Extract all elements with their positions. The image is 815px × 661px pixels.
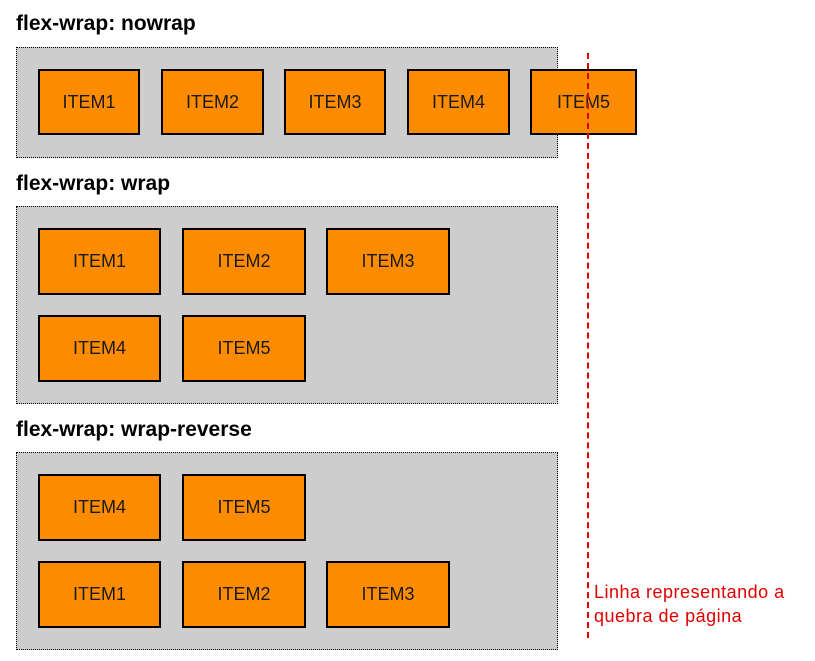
flex-item: ITEM2 [182,228,306,295]
flex-item: ITEM4 [38,474,161,541]
flex-item: ITEM1 [38,69,140,135]
flex-item: ITEM4 [407,69,510,135]
flex-item: ITEM1 [38,561,161,628]
flex-item: ITEM3 [284,69,386,135]
flex-item-label: ITEM5 [217,338,271,358]
flex-item-label: ITEM3 [308,91,362,112]
flex-item: ITEM5 [182,315,306,382]
flex-item: ITEM2 [161,69,264,135]
flex-item-label: ITEM2 [185,91,239,112]
flex-item-label: ITEM4 [431,91,485,112]
flex-item: ITEM5 [182,474,306,541]
flex-item-label: ITEM4 [72,338,126,358]
page-break-label-line1: Linha representando a [594,582,785,602]
flex-item: ITEM3 [326,228,450,295]
flex-item-label: ITEM2 [217,584,271,604]
flex-item: ITEM4 [38,315,161,382]
flex-item-label: ITEM4 [72,497,126,517]
section-title-wrap: flex-wrap: wrap [16,172,171,195]
flex-item-label: ITEM1 [62,91,116,112]
section-title-wrap-reverse: flex-wrap: wrap-reverse [16,418,252,441]
flex-item-label: ITEM3 [361,251,415,271]
page-break-line [587,53,589,638]
page-break-label: Linha representando a quebra de página [594,580,785,628]
flex-item-label: ITEM3 [361,584,415,604]
flex-item-label: ITEM2 [217,251,271,271]
flex-item-label: ITEM5 [556,91,610,112]
flex-item: ITEM2 [182,561,306,628]
section-title-nowrap: flex-wrap: nowrap [16,12,196,35]
flex-item-label: ITEM5 [217,497,271,517]
flex-item: ITEM1 [38,228,161,295]
page-break-label-line2: quebra de página [594,606,743,626]
flex-item: ITEM3 [326,561,450,628]
flex-item-label: ITEM1 [72,584,126,604]
flex-item-overflow: ITEM5 [530,69,637,135]
flex-item-label: ITEM1 [72,251,126,271]
